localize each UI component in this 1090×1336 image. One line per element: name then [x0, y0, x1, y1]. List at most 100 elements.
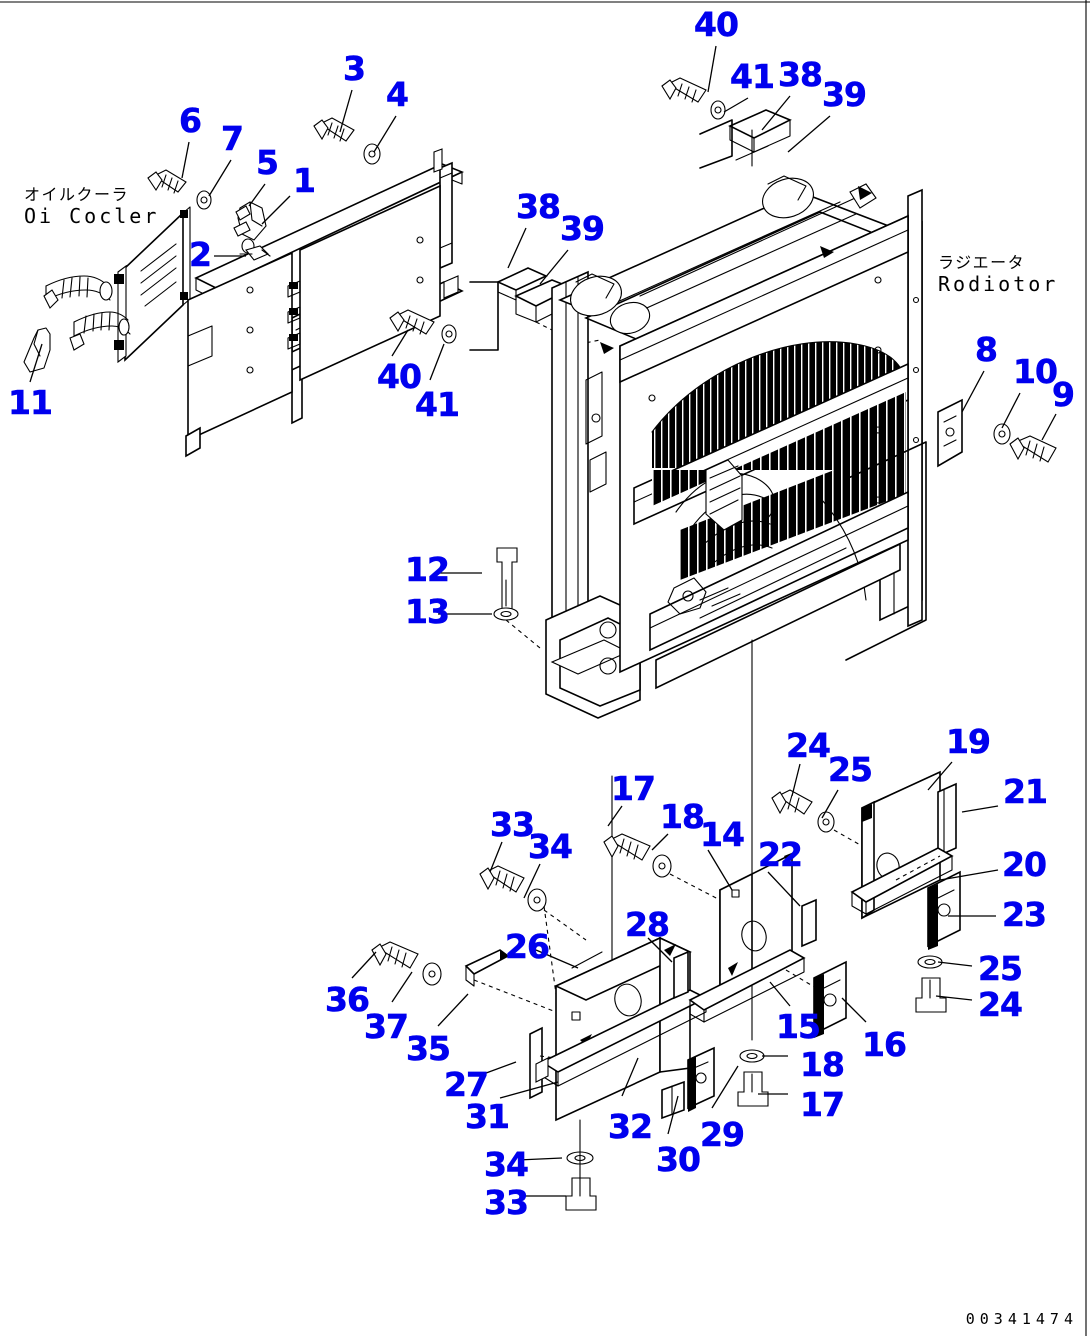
- leader-20: [939, 869, 999, 881]
- leader-31: [499, 1081, 559, 1099]
- leader-7: [208, 159, 232, 197]
- mounting-bracket-right: [543, 770, 961, 1120]
- leader-40: [707, 45, 717, 93]
- leader-6: [181, 141, 190, 179]
- callout-25: 25: [828, 750, 874, 789]
- callout-12: 12: [405, 550, 451, 589]
- callout-18: 18: [800, 1045, 846, 1084]
- leader-25: [937, 961, 973, 967]
- callout-18: 18: [660, 797, 706, 836]
- leader-39: [787, 115, 831, 153]
- bracket-38-39-top: [699, 109, 792, 169]
- leader-35: [437, 993, 469, 1027]
- callout-17: 17: [800, 1085, 846, 1124]
- callout-10: 10: [1013, 352, 1059, 391]
- drawing-number: 00341474: [965, 1310, 1078, 1328]
- label-oil-cooler-jp: オイルクーラ: [24, 185, 130, 204]
- leader-11: [29, 343, 43, 383]
- callout-25: 25: [978, 949, 1024, 988]
- callout-14: 14: [700, 815, 746, 854]
- callout-34: 34: [528, 827, 574, 866]
- leader-24: [935, 995, 973, 1001]
- leader-24: [791, 763, 801, 797]
- leader-33: [489, 841, 503, 873]
- leader-19: [927, 761, 953, 791]
- callout-32: 32: [608, 1107, 654, 1146]
- callout-38: 38: [778, 55, 824, 94]
- radiator-core-assembly: [545, 175, 927, 719]
- callout-22: 22: [758, 835, 804, 874]
- leader-40: [391, 329, 409, 357]
- callout-38: 38: [516, 187, 562, 226]
- callout-6: 6: [179, 101, 203, 140]
- callout-23: 23: [1002, 895, 1048, 934]
- callout-9: 9: [1052, 375, 1076, 414]
- fastener-40-41-top: [661, 77, 726, 120]
- label-radiator-en: Rodiotor: [938, 271, 1059, 296]
- leader-41: [723, 97, 749, 113]
- callout-15: 15: [776, 1007, 822, 1046]
- leader-1: [261, 195, 291, 225]
- callout-36: 36: [325, 980, 371, 1019]
- callout-24: 24: [978, 985, 1024, 1024]
- callout-41: 41: [730, 57, 776, 96]
- callout-41: 41: [415, 385, 461, 424]
- callout-35: 35: [406, 1029, 452, 1068]
- callout-16: 16: [862, 1025, 908, 1064]
- leader-10: [1001, 392, 1021, 429]
- callout-19: 19: [946, 722, 992, 761]
- callout-39: 39: [560, 209, 606, 248]
- callout-27: 27: [444, 1065, 490, 1104]
- leader-34: [523, 863, 541, 899]
- leader-26: [535, 949, 579, 969]
- callout-31: 31: [465, 1097, 511, 1136]
- callout-39: 39: [822, 75, 868, 114]
- callout-29: 29: [700, 1115, 746, 1154]
- callout-33: 33: [490, 805, 536, 844]
- callout-40: 40: [377, 357, 423, 396]
- leader-4: [373, 115, 397, 153]
- leader-18: [651, 833, 669, 851]
- label-oil-cooler-en: Oi Cocler: [24, 203, 160, 228]
- label-oil-cooler: オイルクーラ Oi Cocler: [24, 185, 160, 228]
- leader-22: [767, 871, 801, 907]
- leader-41: [429, 343, 445, 381]
- oil-cooler-core: [23, 206, 191, 373]
- leader-21: [961, 805, 999, 813]
- leader-37: [391, 971, 413, 1003]
- fastener-8-9-10: [937, 398, 1057, 468]
- leader-39: [539, 249, 569, 285]
- callout-5: 5: [256, 143, 280, 182]
- bracket-1-5: [233, 201, 271, 261]
- callout-26: 26: [505, 927, 551, 966]
- fastener-12-13: [493, 547, 541, 649]
- callout-28: 28: [625, 905, 671, 944]
- oil-cooler-guard-frame: [185, 148, 465, 458]
- leader-15: [769, 981, 791, 1007]
- leader-17: [607, 805, 623, 827]
- leader-25: [821, 789, 839, 819]
- leader-8: [961, 370, 985, 413]
- callout-33: 33: [484, 1183, 530, 1222]
- leader-38: [507, 227, 527, 269]
- leader-36: [351, 951, 377, 979]
- callout-37: 37: [364, 1007, 410, 1046]
- fastener-3-4: [313, 117, 381, 165]
- callout-11: 11: [8, 383, 54, 422]
- leader-29: [711, 1065, 739, 1109]
- leader-27: [477, 1061, 517, 1077]
- callout-13: 13: [405, 592, 451, 631]
- leader-14: [707, 849, 733, 891]
- callout-40: 40: [694, 5, 740, 44]
- leader-38: [761, 95, 791, 131]
- callout-1: 1: [293, 161, 317, 200]
- leader-30: [667, 1095, 679, 1135]
- leader-16: [841, 997, 867, 1023]
- leader-3: [339, 89, 353, 133]
- callout-21: 21: [1003, 772, 1049, 811]
- callout-4: 4: [386, 75, 410, 114]
- leader-34: [517, 1157, 563, 1161]
- fastener-40-41-left: [389, 309, 457, 344]
